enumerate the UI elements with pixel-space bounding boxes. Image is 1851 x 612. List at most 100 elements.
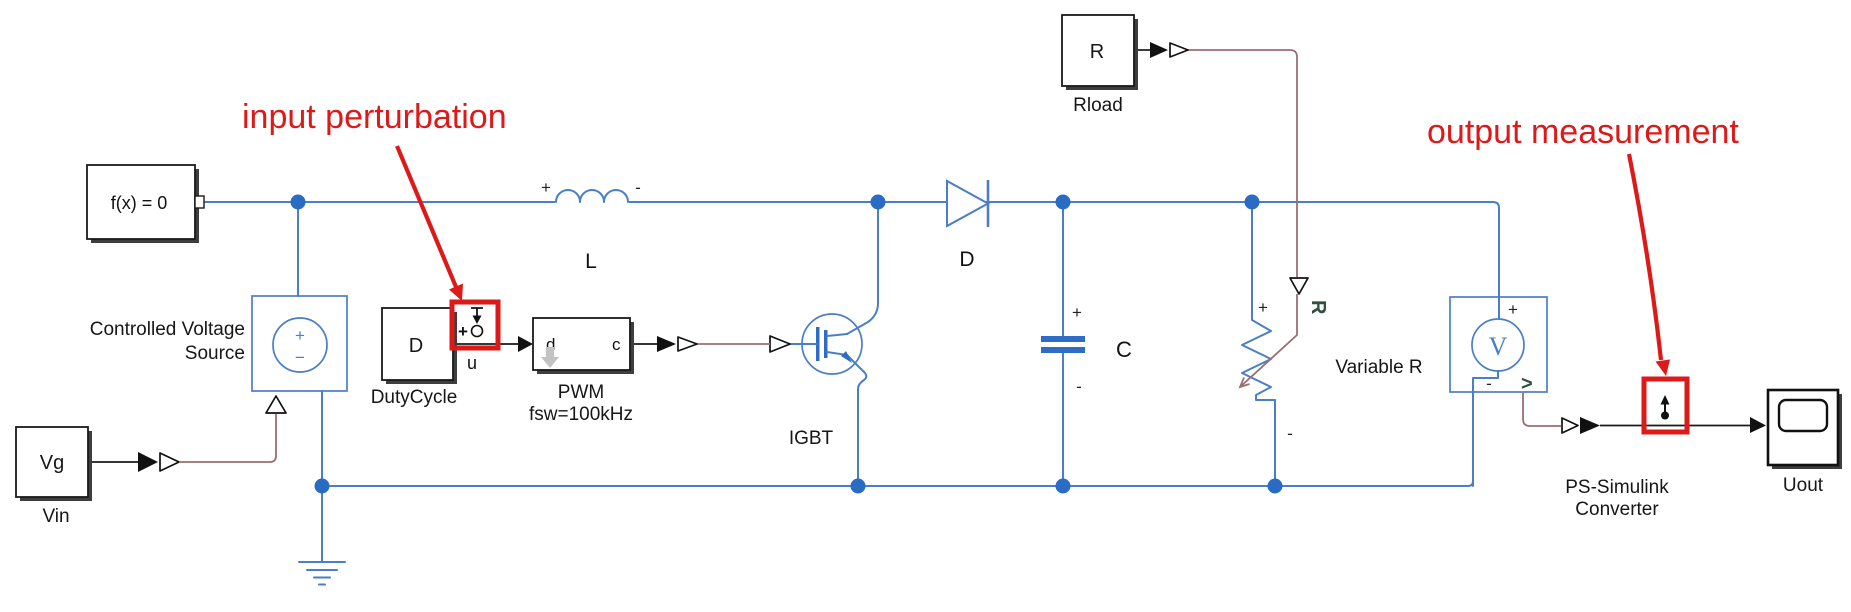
physical-signal-lines xyxy=(180,49,1561,463)
diode-block[interactable]: D xyxy=(946,179,991,271)
signal-lines: PS-Simulink Converter xyxy=(88,42,1766,520)
uout-scope-block[interactable]: Uout xyxy=(1766,388,1842,496)
vin-ps-line xyxy=(180,414,277,463)
variable-resistor-zigzag[interactable] xyxy=(1241,201,1276,487)
cvs-minus: − xyxy=(295,348,305,367)
pwm-name: PWM xyxy=(558,382,604,403)
cvs-control-port-triangle xyxy=(265,395,287,414)
cvs-circle xyxy=(272,317,328,373)
converter-hollow-triangle xyxy=(159,452,180,472)
igbt-internal-leads xyxy=(826,333,848,356)
varr-r-port-label: R xyxy=(1307,300,1329,315)
junction-dot xyxy=(850,478,866,494)
junction-dot xyxy=(1055,478,1071,494)
varr-wiper-line xyxy=(1239,294,1298,388)
simulink-ps-converter-icon[interactable] xyxy=(657,336,698,352)
converter-filled-triangle xyxy=(1580,417,1600,434)
output-measurement-highlight-box xyxy=(1641,376,1690,435)
ps-converter-label-line2: Converter xyxy=(1575,499,1659,520)
voltmeter-output-port: > xyxy=(1521,373,1533,395)
output-annotation-arrow-line xyxy=(1626,153,1664,361)
igbt-block[interactable]: IGBT xyxy=(769,313,863,449)
input-annotation-arrow-line xyxy=(395,145,458,288)
input-perturbation-point[interactable]: + u xyxy=(449,299,501,373)
controlled-voltage-source-block[interactable]: + − Controlled Voltage Source xyxy=(90,295,348,414)
converter-filled-triangle xyxy=(1150,42,1168,58)
cvs-plus: + xyxy=(295,326,305,345)
voltmeter-out-ps-line xyxy=(1522,392,1561,427)
duty-body xyxy=(381,307,454,381)
ground-symbol[interactable] xyxy=(298,485,346,586)
converter-hollow-triangle xyxy=(1561,417,1579,434)
annotations: input perturbation output measurement xyxy=(242,98,1739,376)
input-perturbation-annotation: input perturbation xyxy=(242,98,507,136)
junction-dot xyxy=(1244,194,1260,210)
pwm-param: fsw=100kHz xyxy=(529,404,633,425)
varr-r-port-triangle xyxy=(1289,277,1309,295)
scope-screen-icon xyxy=(1777,398,1829,433)
vin-text: Vg xyxy=(40,452,64,474)
junction-dot xyxy=(1055,194,1071,210)
rload-body xyxy=(1061,14,1135,87)
measurement-dot-icon xyxy=(1661,411,1669,420)
rload-label: Rload xyxy=(1073,95,1123,116)
voltage-sensor-block[interactable]: V + - > xyxy=(1449,296,1548,395)
duty-text: D xyxy=(409,335,423,357)
junction-dot xyxy=(1267,478,1283,494)
rload-ps-line xyxy=(1188,49,1298,277)
junction-dot xyxy=(290,194,306,210)
output-measurement-point[interactable] xyxy=(1641,376,1690,435)
igbt-emitter-arrow xyxy=(841,351,852,363)
input-perturbation-highlight-box xyxy=(449,299,501,351)
inductor-minus: - xyxy=(635,178,641,197)
igbt-emitter-lead xyxy=(846,354,868,487)
inductor-label: L xyxy=(585,250,597,273)
measurement-arrowhead xyxy=(1660,395,1670,405)
igbt-gate-bar xyxy=(816,327,820,361)
electrical-wires xyxy=(202,193,1500,586)
igbt-gate-port-triangle xyxy=(769,335,791,353)
diode-triangle xyxy=(946,179,991,228)
diode-label: D xyxy=(959,248,974,271)
dutycycle-constant-block[interactable]: D DutyCycle xyxy=(371,307,458,408)
pwm-generator-block[interactable]: d c PWM fsw=100kHz xyxy=(529,317,634,425)
vin-body xyxy=(15,426,89,498)
output-annotation-arrowhead xyxy=(1655,359,1670,376)
capacitor-label: C xyxy=(1116,337,1132,362)
varr-minus: - xyxy=(1287,424,1293,443)
solver-configuration-block[interactable]: f(x) = 0 xyxy=(86,164,205,243)
ps-simulink-converter-icon[interactable] xyxy=(1561,417,1600,434)
converter-hollow-triangle xyxy=(677,336,698,352)
ps-converter-label-line1: PS-Simulink xyxy=(1565,477,1669,498)
capacitor-block[interactable]: + - C xyxy=(1041,303,1132,396)
cvs-label-line1: Controlled Voltage xyxy=(90,319,245,340)
voltmeter-bottom-lead xyxy=(1472,370,1499,487)
capacitor-plate-bottom xyxy=(1041,347,1085,353)
solver-port xyxy=(194,195,205,209)
solver-text: f(x) = 0 xyxy=(111,193,168,213)
simulink-ps-converter-icon[interactable] xyxy=(138,452,180,472)
inductor-block[interactable]: + - L xyxy=(541,178,641,273)
pwm-input-arrowhead xyxy=(518,336,533,352)
converter-hollow-triangle xyxy=(1169,42,1189,58)
capacitor-minus: - xyxy=(1076,377,1082,396)
scope-input-arrowhead xyxy=(1750,417,1766,433)
perturbation-circle-icon xyxy=(470,324,484,338)
voltmeter-outline xyxy=(1449,296,1548,393)
output-measurement-annotation: output measurement xyxy=(1427,113,1739,151)
junction-dot xyxy=(314,478,330,494)
voltmeter-symbol: V xyxy=(1489,332,1508,361)
rload-text: R xyxy=(1090,41,1104,63)
top-rail-wire xyxy=(202,201,1500,320)
simulink-ps-converter-icon[interactable] xyxy=(1150,42,1189,58)
vin-constant-block[interactable]: Vg Vin xyxy=(15,426,92,527)
variable-resistor-block[interactable]: + - R Variable R xyxy=(1238,277,1423,443)
varr-label: Variable R xyxy=(1335,357,1422,378)
solver-body xyxy=(86,164,196,240)
duty-label: DutyCycle xyxy=(371,387,458,408)
bottom-rail-wire xyxy=(321,391,1474,487)
rload-constant-block[interactable]: R Rload xyxy=(1061,14,1138,116)
vin-label: Vin xyxy=(42,506,69,527)
inductor-gap xyxy=(555,193,629,204)
perturbation-plus: + xyxy=(458,322,468,341)
